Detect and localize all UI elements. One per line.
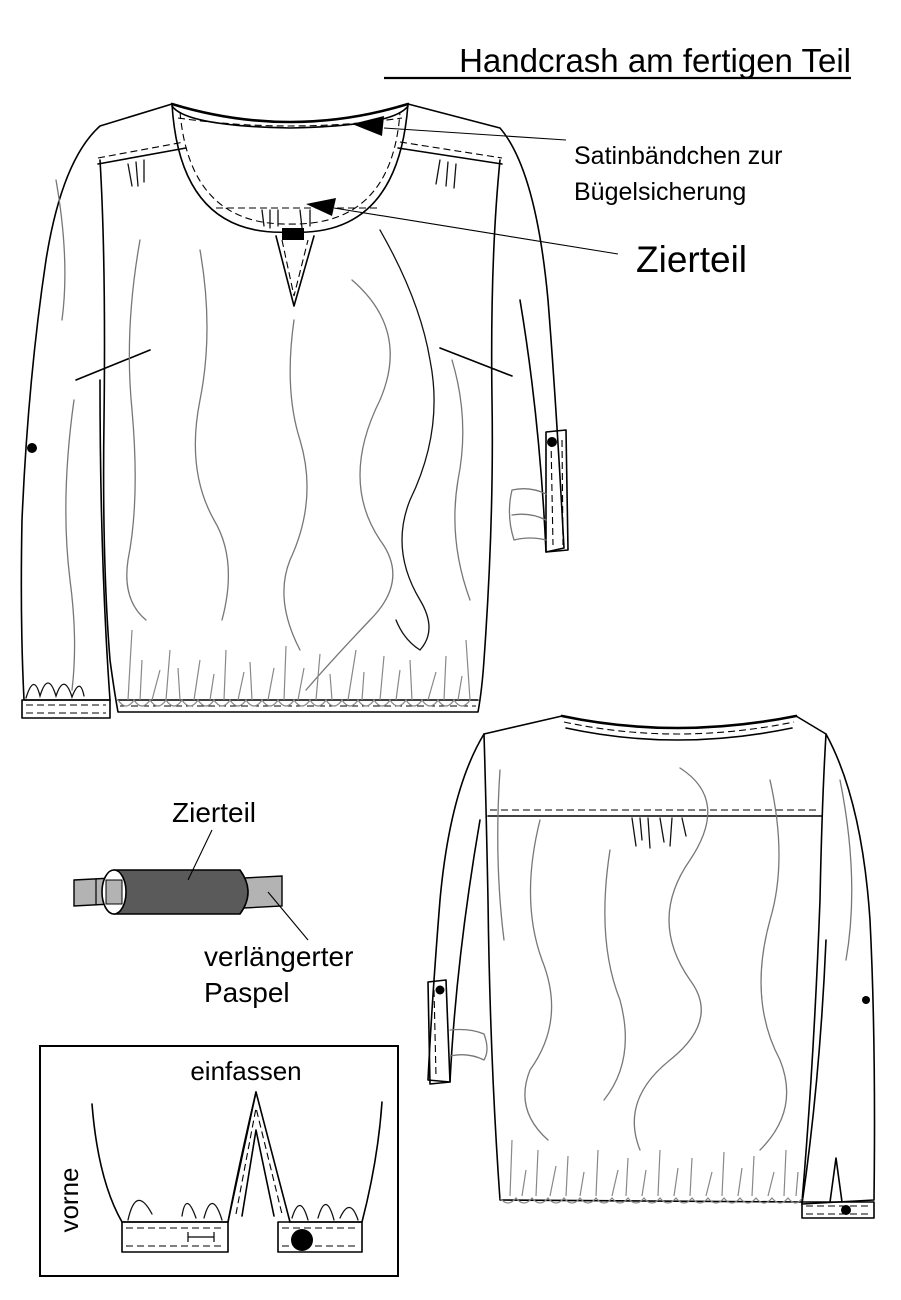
front-crash-wrinkle-6: [451, 359, 471, 601]
front-right-tab-stitch: [550, 439, 554, 546]
zierteil-detail-pointer: [187, 829, 213, 881]
front-right-rolled-gather: [508, 488, 547, 541]
front-crash-wrinkle-8: [55, 179, 66, 321]
inset-right-sleeve: [289, 1101, 383, 1223]
back-left-rolled-tab: [427, 979, 451, 1085]
front-body-outline: [99, 159, 501, 713]
back-hem-wave: [499, 1197, 803, 1204]
inset-cuff-illustration: [91, 1091, 383, 1253]
paspel-label-line1: verlängerter: [204, 941, 353, 972]
front-crash-wrinkle-1: [194, 249, 229, 621]
back-neckline-band: [560, 714, 798, 730]
back-view-garment: [427, 714, 876, 1219]
cuff-detail-inset: [39, 1045, 399, 1277]
front-crash-wrinkle-4: [305, 279, 394, 691]
zierteil-tube-inner: [105, 879, 123, 905]
inset-left-cuff: [121, 1221, 229, 1253]
inset-slit-binding: [227, 1091, 291, 1223]
front-left-sleeve: [20, 103, 173, 701]
back-body-outline: [483, 733, 827, 1203]
satin-callout-line1: Satinbändchen zur: [574, 142, 782, 170]
front-hem-gathers: [127, 629, 471, 701]
front-neckline-stitch: [179, 111, 401, 225]
front-left-yoke-seam: [97, 141, 185, 159]
page-title: Handcrash am fertigen Teil: [459, 42, 851, 79]
inset-slit-inner: [241, 1129, 275, 1217]
front-right-yoke-line: [397, 147, 503, 165]
back-left-tab-button: [435, 985, 445, 995]
front-left-sleeve-button: [27, 443, 37, 453]
satin-tape-marker: [352, 116, 384, 136]
zierteil-detail-label: Zierteil: [172, 797, 256, 828]
back-neckline-inner: [565, 727, 793, 741]
back-right-cuff-slit: [829, 1157, 843, 1203]
front-right-rolled-tab: [545, 429, 569, 553]
front-crash-wrinkle-7: [65, 399, 76, 691]
paspel-right-end: [243, 875, 283, 909]
front-center-gathers: [261, 209, 311, 229]
back-right-cuff-button: [841, 1205, 851, 1215]
front-neckline-inner-stitch: [177, 117, 403, 127]
front-left-cuff: [21, 699, 111, 719]
back-crash-wrinkle-2: [633, 767, 709, 1151]
inset-right-gathers: [291, 1203, 359, 1221]
front-neckline-inner: [171, 105, 409, 129]
zierteil-detail-illustration: [73, 869, 283, 915]
back-right-cuff: [801, 1201, 875, 1219]
inset-buttonhole: [187, 1232, 215, 1242]
inset-cuff-button: [291, 1229, 313, 1251]
satin-pointer-line: [383, 127, 567, 141]
front-left-pleats: [127, 159, 145, 187]
front-right-yoke-seam: [399, 141, 503, 159]
back-neckline-stitch: [563, 721, 795, 735]
back-right-sleeve: [795, 715, 876, 1205]
front-right-sleeve: [407, 103, 565, 553]
inset-slit-stitch: [235, 1107, 283, 1215]
zierteil-tube: [113, 869, 249, 915]
back-crash-wrinkle-1: [524, 819, 553, 1141]
back-left-rolled-gather: [449, 1028, 488, 1061]
einfassen-label: einfassen: [190, 1056, 301, 1086]
back-crash-wrinkle-3: [603, 849, 626, 1101]
front-keyhole-stitch: [281, 239, 309, 297]
zierteil-marker: [306, 198, 336, 216]
back-right-sleeve-button: [862, 996, 870, 1004]
front-view-garment: [20, 102, 569, 719]
vorne-label: vorne: [54, 1167, 84, 1232]
front-left-yoke-line: [97, 147, 187, 165]
front-right-pocket: [439, 347, 513, 377]
front-neckline-outer: [170, 102, 410, 124]
back-center-pleats: [631, 817, 687, 849]
paspel-label-line2: Paspel: [204, 977, 290, 1008]
front-right-pleats: [435, 159, 457, 189]
back-hem-gathers: [509, 1139, 799, 1197]
zierteil-pointer-line: [333, 207, 619, 255]
satin-callout-line2: Bügelsicherung: [574, 178, 746, 206]
back-left-tab-stitch: [433, 989, 437, 1077]
inset-right-cuff: [277, 1221, 363, 1253]
back-crash-wrinkle-6: [839, 779, 853, 961]
front-zierteil-piece: [282, 228, 304, 240]
front-left-cuff-gathers: [25, 682, 85, 699]
zierteil-callout: Zierteil: [636, 239, 747, 280]
front-right-tab-stitch-2: [561, 439, 564, 546]
front-hem-wave: [117, 698, 471, 707]
front-keyhole-slit: [275, 235, 315, 307]
back-crash-wrinkle-5: [497, 769, 505, 941]
front-crash-wrinkle-2: [126, 239, 147, 621]
front-right-tab-button: [547, 437, 557, 447]
back-left-sleeve: [427, 715, 563, 1083]
front-crash-wrinkle-5: [379, 229, 435, 651]
front-left-pocket: [75, 349, 151, 381]
paspel-pointer: [267, 891, 309, 941]
inset-left-gathers: [127, 1199, 223, 1221]
back-crash-wrinkle-4: [759, 779, 788, 1151]
front-crash-wrinkle-3: [283, 319, 308, 651]
